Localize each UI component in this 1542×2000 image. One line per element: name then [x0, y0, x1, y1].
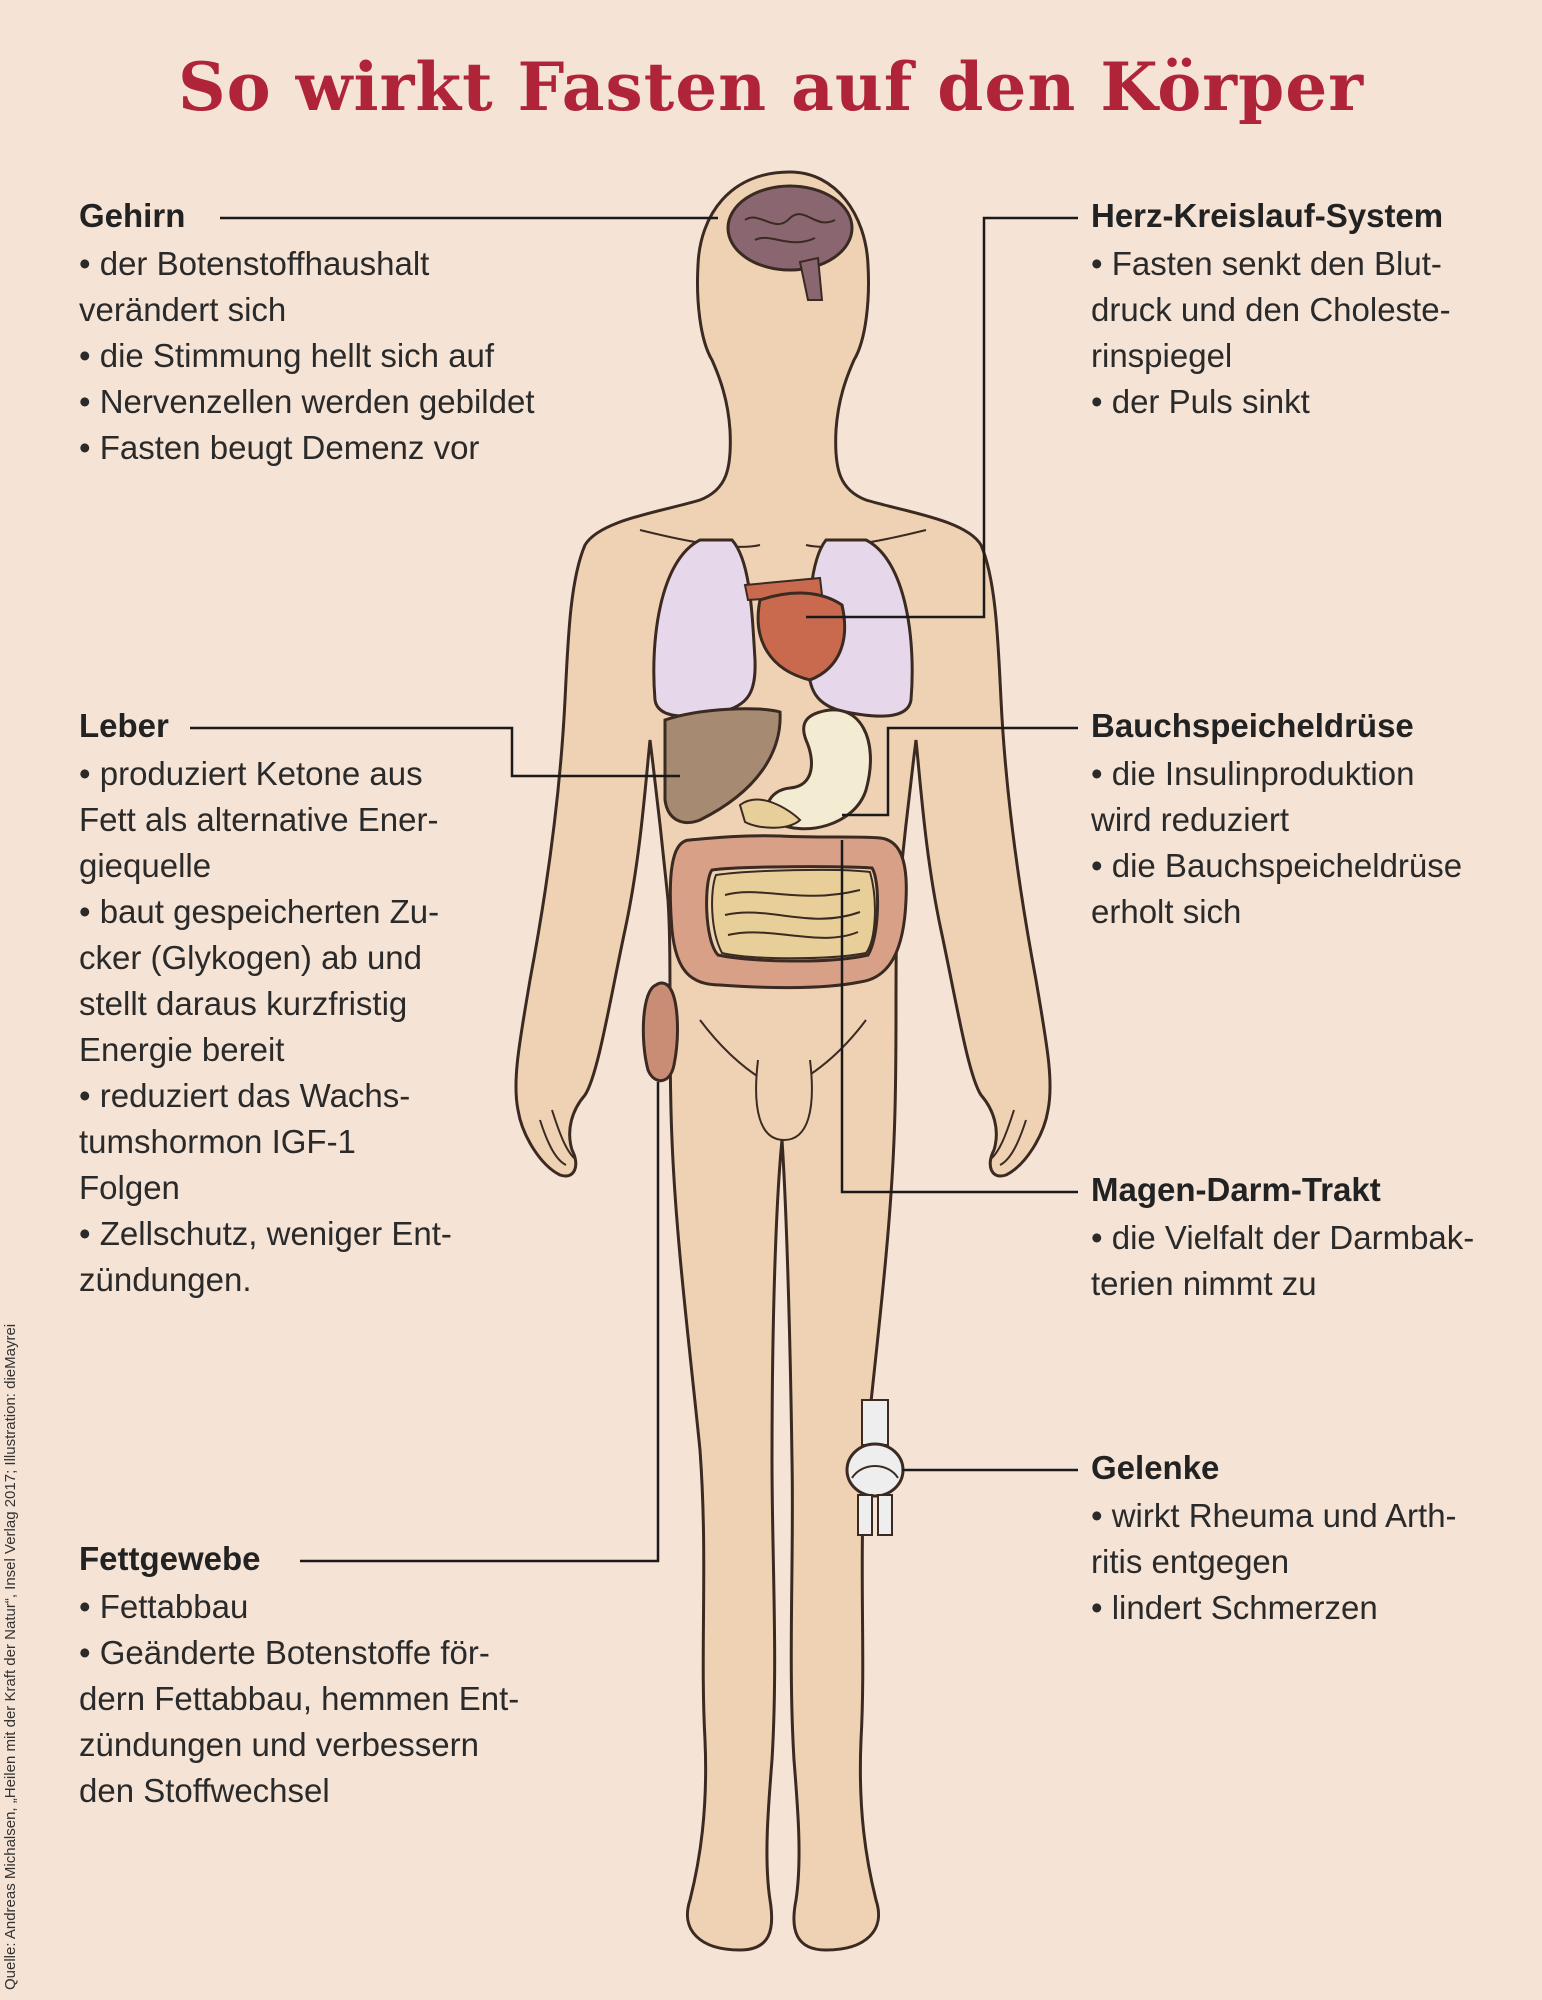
bullet: • Geänderte Botenstoffe för- dern Fettab… [79, 1634, 520, 1809]
section-heading: Leber [79, 707, 169, 744]
liver-organ [663, 707, 782, 824]
bullet: • Fasten senkt den Blut- druck und den C… [1091, 245, 1451, 374]
source-credit: Quelle: Andreas Michalsen, „Heilen mit d… [2, 1323, 19, 1990]
section-heading: Gehirn [79, 197, 186, 234]
bullet: • produziert Ketone aus Fett als alterna… [79, 755, 439, 884]
leader-bauch [842, 726, 1078, 817]
section-gehirn: Gehirn • der Botenstoffhaushalt veränder… [79, 197, 619, 471]
section-heading: Bauchspeicheldrüse [1091, 707, 1414, 744]
leader-herz [806, 216, 1078, 619]
bullet: • Zellschutz, weniger Ent- zündungen. [79, 1215, 452, 1298]
bullet: • der Botenstoffhaushalt verändert sich [79, 245, 430, 328]
section-leber: Leber • produziert Ketone aus Fett als a… [79, 707, 519, 1303]
bullet: • wirkt Rheuma und Arth- ritis entgegen [1091, 1497, 1457, 1580]
heart-organ [743, 576, 847, 682]
knee-joint [845, 1399, 905, 1536]
right-hand-detail [991, 1109, 1027, 1166]
left-hand-detail [539, 1109, 575, 1166]
small-intestine [711, 868, 876, 960]
page-title: So wirkt Fasten auf den Körper [178, 48, 1364, 126]
bullet: • die Stimmung hellt sich auf [79, 337, 495, 374]
section-fettgewebe: Fettgewebe • Fettabbau • Geänderte Boten… [79, 1540, 579, 1814]
brain-organ [726, 184, 854, 301]
leader-magen [840, 840, 1078, 1194]
genital-area [755, 1059, 813, 1142]
section-heading: Fettgewebe [79, 1540, 261, 1577]
bullet: • die Bauchspeicheldrüse erholt sich [1091, 847, 1463, 930]
section-bauchspeicheldruese: Bauchspeicheldrüse • die Insulinprodukti… [1091, 707, 1521, 935]
kidney-organ [641, 981, 679, 1083]
section-gelenke: Gelenke • wirkt Rheuma und Arth- ritis e… [1091, 1449, 1521, 1631]
section-heading: Magen-Darm-Trakt [1091, 1171, 1381, 1208]
bullet: • Fettabbau [79, 1588, 249, 1625]
section-heading: Gelenke [1091, 1449, 1220, 1486]
large-intestine [668, 834, 908, 990]
bullet: • der Puls sinkt [1091, 383, 1310, 420]
bullet: • baut gespeicherten Zu- cker (Glykogen)… [79, 893, 440, 1068]
section-magen-darm-trakt: Magen-Darm-Trakt • die Vielfalt der Darm… [1091, 1171, 1521, 1307]
section-heading: Herz-Kreislauf-System [1091, 197, 1444, 234]
bullet: • die Insulinproduktion wird reduziert [1091, 755, 1415, 838]
bullet: • reduziert das Wachs- tumshormon IGF-1 … [79, 1077, 411, 1206]
section-herz-kreislauf: Herz-Kreislauf-System • Fasten senkt den… [1091, 197, 1521, 425]
bullet: • lindert Schmerzen [1091, 1589, 1378, 1626]
bullet: • Fasten beugt Demenz vor [79, 429, 480, 466]
leader-leber [190, 726, 680, 778]
bullet: • Nervenzellen werden gebildet [79, 383, 535, 420]
leader-fett [300, 1082, 660, 1563]
leader-lines [190, 216, 1078, 1563]
pancreas-organ [738, 798, 802, 829]
bullet: • die Vielfalt der Darmbak- terien nimmt… [1091, 1219, 1475, 1302]
